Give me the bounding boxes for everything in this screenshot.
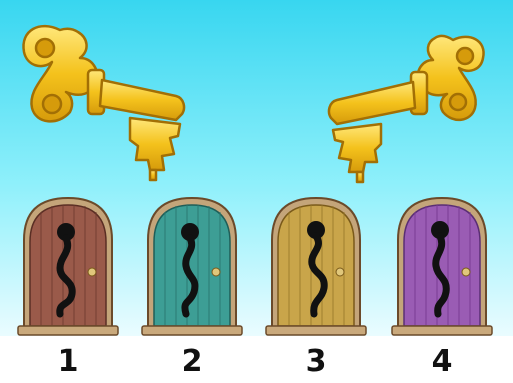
door-knob <box>461 267 471 277</box>
door-1[interactable] <box>17 196 119 336</box>
door-knob <box>211 267 221 277</box>
door-panel <box>29 204 107 327</box>
wavy-keyhole-icon <box>307 221 328 318</box>
wavy-keyhole-icon <box>431 221 450 318</box>
door-knob <box>87 267 97 277</box>
wavy-keyhole-icon <box>56 223 76 318</box>
door-knob <box>335 267 345 277</box>
door-number-1: 1 <box>57 344 79 379</box>
door-2[interactable] <box>141 196 243 336</box>
door-panel <box>153 204 231 327</box>
door-number-4: 4 <box>431 344 453 379</box>
door-4[interactable] <box>391 196 493 336</box>
door-panel <box>403 204 481 327</box>
floor-strip <box>0 336 513 383</box>
door-number-2: 2 <box>181 344 203 379</box>
door-number-3: 3 <box>305 344 327 379</box>
left-golden-key-icon <box>22 24 186 182</box>
wavy-keyhole-icon <box>181 223 199 318</box>
right-golden-key-icon <box>327 34 485 184</box>
door-3[interactable] <box>265 196 367 336</box>
